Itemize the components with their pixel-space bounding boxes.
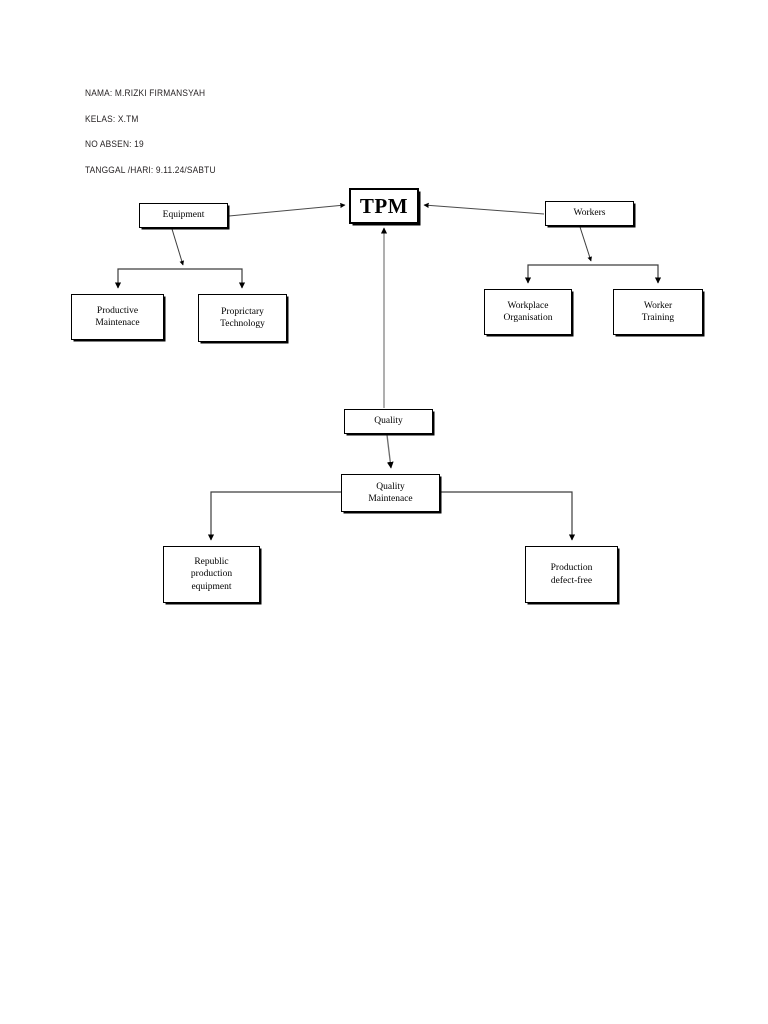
edge-equipment-dropline xyxy=(171,228,184,266)
edge-workers-to-tpm xyxy=(423,202,545,215)
edge-workers-bus-right xyxy=(591,264,662,284)
edge-qm-to-republic-production-equipment xyxy=(207,491,341,541)
edge-workers-bus-left xyxy=(524,264,591,284)
header-line-nama: NAMA: M.RIZKI FIRMANSYAH xyxy=(85,88,206,99)
edge-equipment-bus-left xyxy=(114,268,183,289)
node-quality-maintenance[interactable]: Quality Maintenace xyxy=(341,474,440,512)
node-proprietary-technology-label: Proprictary Technology xyxy=(220,306,265,329)
node-workers[interactable]: Workers xyxy=(545,201,634,226)
node-worker-training[interactable]: Worker Training xyxy=(613,289,703,335)
node-workplace-organisation-label: Workplace Organisation xyxy=(503,300,553,323)
node-republic-production-equipment-label: Republic production equipment xyxy=(190,557,233,592)
node-republic-production-equipment[interactable]: Republic production equipment xyxy=(163,546,260,603)
node-quality-label: Quality xyxy=(374,416,403,427)
node-worker-training-label: Worker Training xyxy=(641,300,675,323)
header-line-tanggal-hari: TANGGAL /HARI: 9.11.24/SABTU xyxy=(85,164,216,176)
node-productive-maintenance[interactable]: Productive Maintenace xyxy=(71,294,164,340)
node-equipment-label: Equipment xyxy=(162,210,205,221)
edge-workers-dropline xyxy=(579,226,592,262)
header-line-kelas: KELAS: X.TM xyxy=(85,113,139,125)
node-production-defect-free[interactable]: Production defect-free xyxy=(525,546,618,603)
node-quality[interactable]: Quality xyxy=(344,409,433,434)
node-productive-maintenance-label: Productive Maintenace xyxy=(95,305,140,328)
node-tpm[interactable]: TPM xyxy=(349,188,419,224)
header-line-no-absen: NO ABSEN: 19 xyxy=(85,139,144,150)
node-tpm-label: TPM xyxy=(359,193,409,218)
student-info-header: NAMA: M.RIZKI FIRMANSYAH KELAS: X.TM NO … xyxy=(85,88,485,190)
edge-quality-to-quality-maintenance xyxy=(386,434,394,469)
node-production-defect-free-label: Production defect-free xyxy=(550,563,593,586)
edge-equipment-to-tpm xyxy=(228,202,346,217)
node-equipment[interactable]: Equipment xyxy=(139,203,228,228)
edge-equipment-bus-right xyxy=(183,268,246,289)
node-workplace-organisation[interactable]: Workplace Organisation xyxy=(484,289,572,335)
node-quality-maintenance-label: Quality Maintenace xyxy=(368,481,413,504)
node-workers-label: Workers xyxy=(573,208,606,219)
edge-qm-to-production-defect-free xyxy=(440,491,576,541)
node-proprietary-technology[interactable]: Proprictary Technology xyxy=(198,294,287,342)
